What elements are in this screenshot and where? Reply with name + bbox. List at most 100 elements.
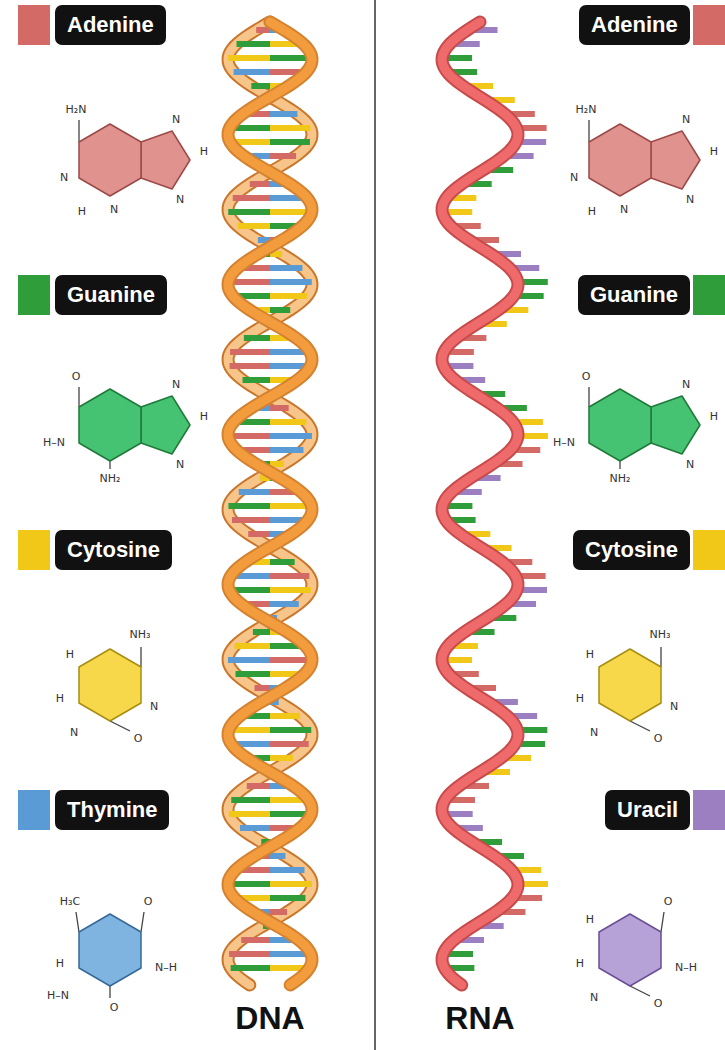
base-rung: [270, 573, 309, 579]
base-rung: [270, 447, 303, 453]
name-box: Cytosine: [55, 530, 172, 570]
name-box: Uracil: [605, 790, 690, 830]
base-rung: [270, 713, 300, 719]
bond-line: [140, 647, 141, 667]
color-swatch: [693, 790, 725, 830]
bond-line: [661, 912, 664, 932]
base-rung: [270, 125, 310, 131]
atom-label: H: [55, 693, 65, 705]
hexagon-ring: [79, 649, 141, 721]
atom-label: N: [681, 114, 691, 126]
bond-line: [109, 461, 110, 469]
base-rung: [270, 265, 302, 271]
name-box: Adenine: [55, 5, 166, 45]
atom-label: N: [681, 379, 691, 391]
atom-label: H: [199, 411, 209, 423]
bond-line: [619, 461, 620, 469]
atom-label: H: [709, 411, 719, 423]
base-rung: [270, 587, 311, 593]
base-rung: [253, 629, 270, 635]
atom-label: H: [585, 649, 595, 661]
base-rung: [233, 195, 270, 201]
base-rung: [270, 895, 305, 901]
pentagon-ring: [651, 396, 700, 454]
rna-strand: [442, 22, 518, 985]
base-rung: [270, 727, 311, 733]
base-rung: [230, 349, 270, 355]
atom-label: H₃C: [59, 896, 81, 908]
base-rung: [240, 825, 270, 831]
base-rung: [247, 783, 270, 789]
base-rung: [228, 55, 270, 61]
atom-label: O: [663, 896, 674, 908]
base-rung: [243, 377, 270, 383]
base-rung: [270, 559, 295, 565]
atom-label: H: [575, 693, 585, 705]
base-rung: [255, 685, 270, 691]
color-swatch: [18, 530, 50, 570]
atom-label: O: [653, 998, 664, 1010]
atom-label: H–N: [46, 990, 70, 1002]
strand-title: RNA: [445, 1000, 514, 1037]
atom-label: H₂N: [65, 104, 88, 116]
atom-label: N: [175, 459, 185, 471]
divider-line: [374, 0, 376, 1050]
base-rung: [270, 419, 306, 425]
atom-label: N: [59, 172, 69, 184]
base-rung: [250, 181, 270, 187]
atom-label: NH₃: [129, 629, 152, 641]
atom-label: N: [619, 204, 629, 216]
base-rung: [244, 335, 270, 341]
atom-label: N: [171, 114, 181, 126]
atom-label: N: [589, 727, 599, 739]
base-rung: [236, 671, 270, 677]
bond-line: [78, 120, 79, 142]
bond-line: [78, 387, 79, 407]
name-box: Guanine: [578, 275, 690, 315]
atom-label: O: [653, 733, 664, 745]
base-rung: [270, 405, 289, 411]
atom-label: H–N: [42, 437, 66, 449]
pentagon-ring: [141, 131, 190, 189]
bond-line: [630, 986, 650, 996]
atom-label: O: [71, 371, 82, 383]
atom-label: H: [55, 958, 65, 970]
atom-label: O: [581, 371, 592, 383]
base-rung: [237, 41, 270, 47]
atom-label: NH₂: [609, 473, 632, 485]
rna-strand: [442, 22, 518, 985]
base-name: Cytosine: [67, 537, 160, 562]
hexagon-ring: [79, 914, 141, 986]
atom-label: N: [175, 194, 185, 206]
atom-label: N: [589, 992, 599, 1004]
base-name: Guanine: [67, 282, 155, 307]
base-rung: [232, 517, 270, 523]
atom-label: H: [575, 958, 585, 970]
color-swatch: [693, 530, 725, 570]
dna-strand: [228, 22, 312, 985]
base-name: Uracil: [617, 797, 678, 822]
atom-label: N: [569, 172, 579, 184]
base-rung: [228, 503, 270, 509]
base-rung: [270, 307, 290, 313]
name-box: Adenine: [579, 5, 690, 45]
base-rung: [270, 853, 285, 859]
atom-label: N: [109, 204, 119, 216]
bond-line: [109, 986, 110, 998]
hexagon-ring: [79, 124, 141, 196]
bond-line: [630, 721, 650, 731]
atom-label: H₂N: [575, 104, 598, 116]
color-swatch: [693, 275, 725, 315]
base-rung: [270, 881, 312, 887]
color-swatch: [693, 5, 725, 45]
atom-label: N: [149, 701, 159, 713]
atom-label: N: [685, 459, 695, 471]
base-rung: [228, 657, 270, 663]
hexagon-ring: [79, 389, 141, 461]
base-name: Cytosine: [585, 537, 678, 562]
base-rung: [270, 909, 287, 915]
dna-strand: [228, 22, 312, 985]
atom-label: NH₂: [99, 473, 122, 485]
atom-label: N: [171, 379, 181, 391]
base-rung: [230, 363, 270, 369]
